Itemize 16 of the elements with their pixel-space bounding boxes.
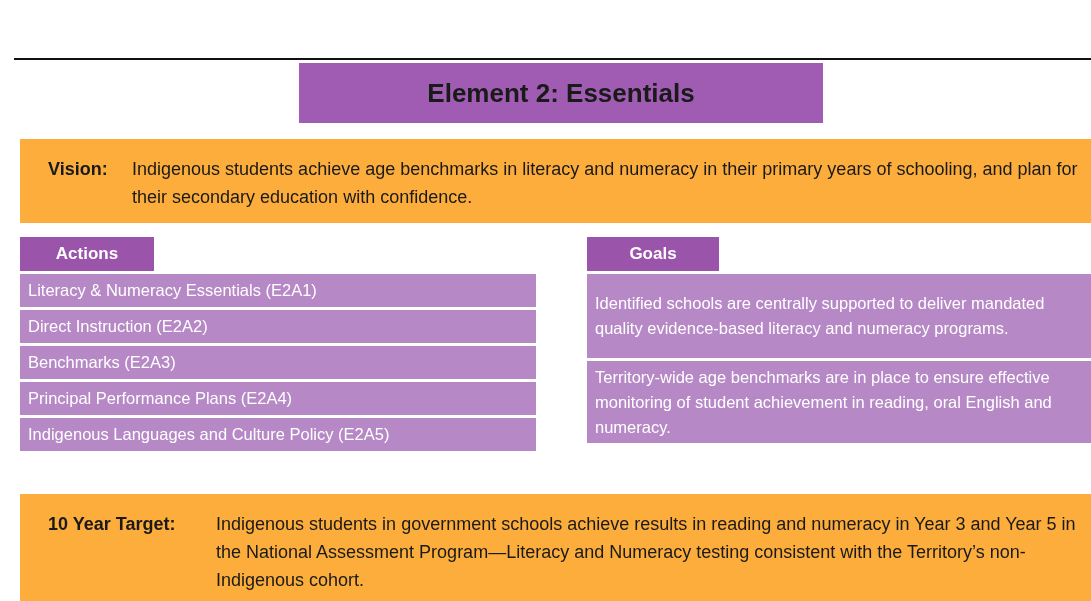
list-item: Territory-wide age benchmarks are in place to ensure effective monitoring of student achievement in reading, oral English and numeracy. <box>587 361 1091 443</box>
list-item: Principal Performance Plans (E2A4) <box>20 382 536 415</box>
list-item: Identified schools are centrally supported to deliver mandated quality evidence-based literacy and numeracy programs. <box>587 274 1091 358</box>
title-banner: Element 2: Essentials <box>299 63 823 123</box>
list-item: Direct Instruction (E2A2) <box>20 310 536 343</box>
band-label: Vision: <box>48 158 109 181</box>
info-band <box>20 494 1091 601</box>
list-item: Literacy & Numeracy Essentials (E2A1) <box>20 274 536 307</box>
section-header: Goals <box>587 237 719 271</box>
band-text: Indigenous students achieve age benchmarks in literacy and numeracy in their primary years of schooling, and plan for their secondary education with confidence. <box>132 158 1079 209</box>
list-item: Indigenous Languages and Culture Policy (E2A5) <box>20 418 536 451</box>
band-text: Indigenous students in government schools achieve results in reading and numeracy in Year 3 and Year 5 in the National Assessment Program—Literacy and Numeracy testing consistent with the Territory’s non-Indigenous cohort. <box>216 513 1077 592</box>
info-band <box>20 139 1091 223</box>
band-label: 10 Year Target: <box>48 513 177 536</box>
list-item: Benchmarks (E2A3) <box>20 346 536 379</box>
section-header: Actions <box>20 237 154 271</box>
